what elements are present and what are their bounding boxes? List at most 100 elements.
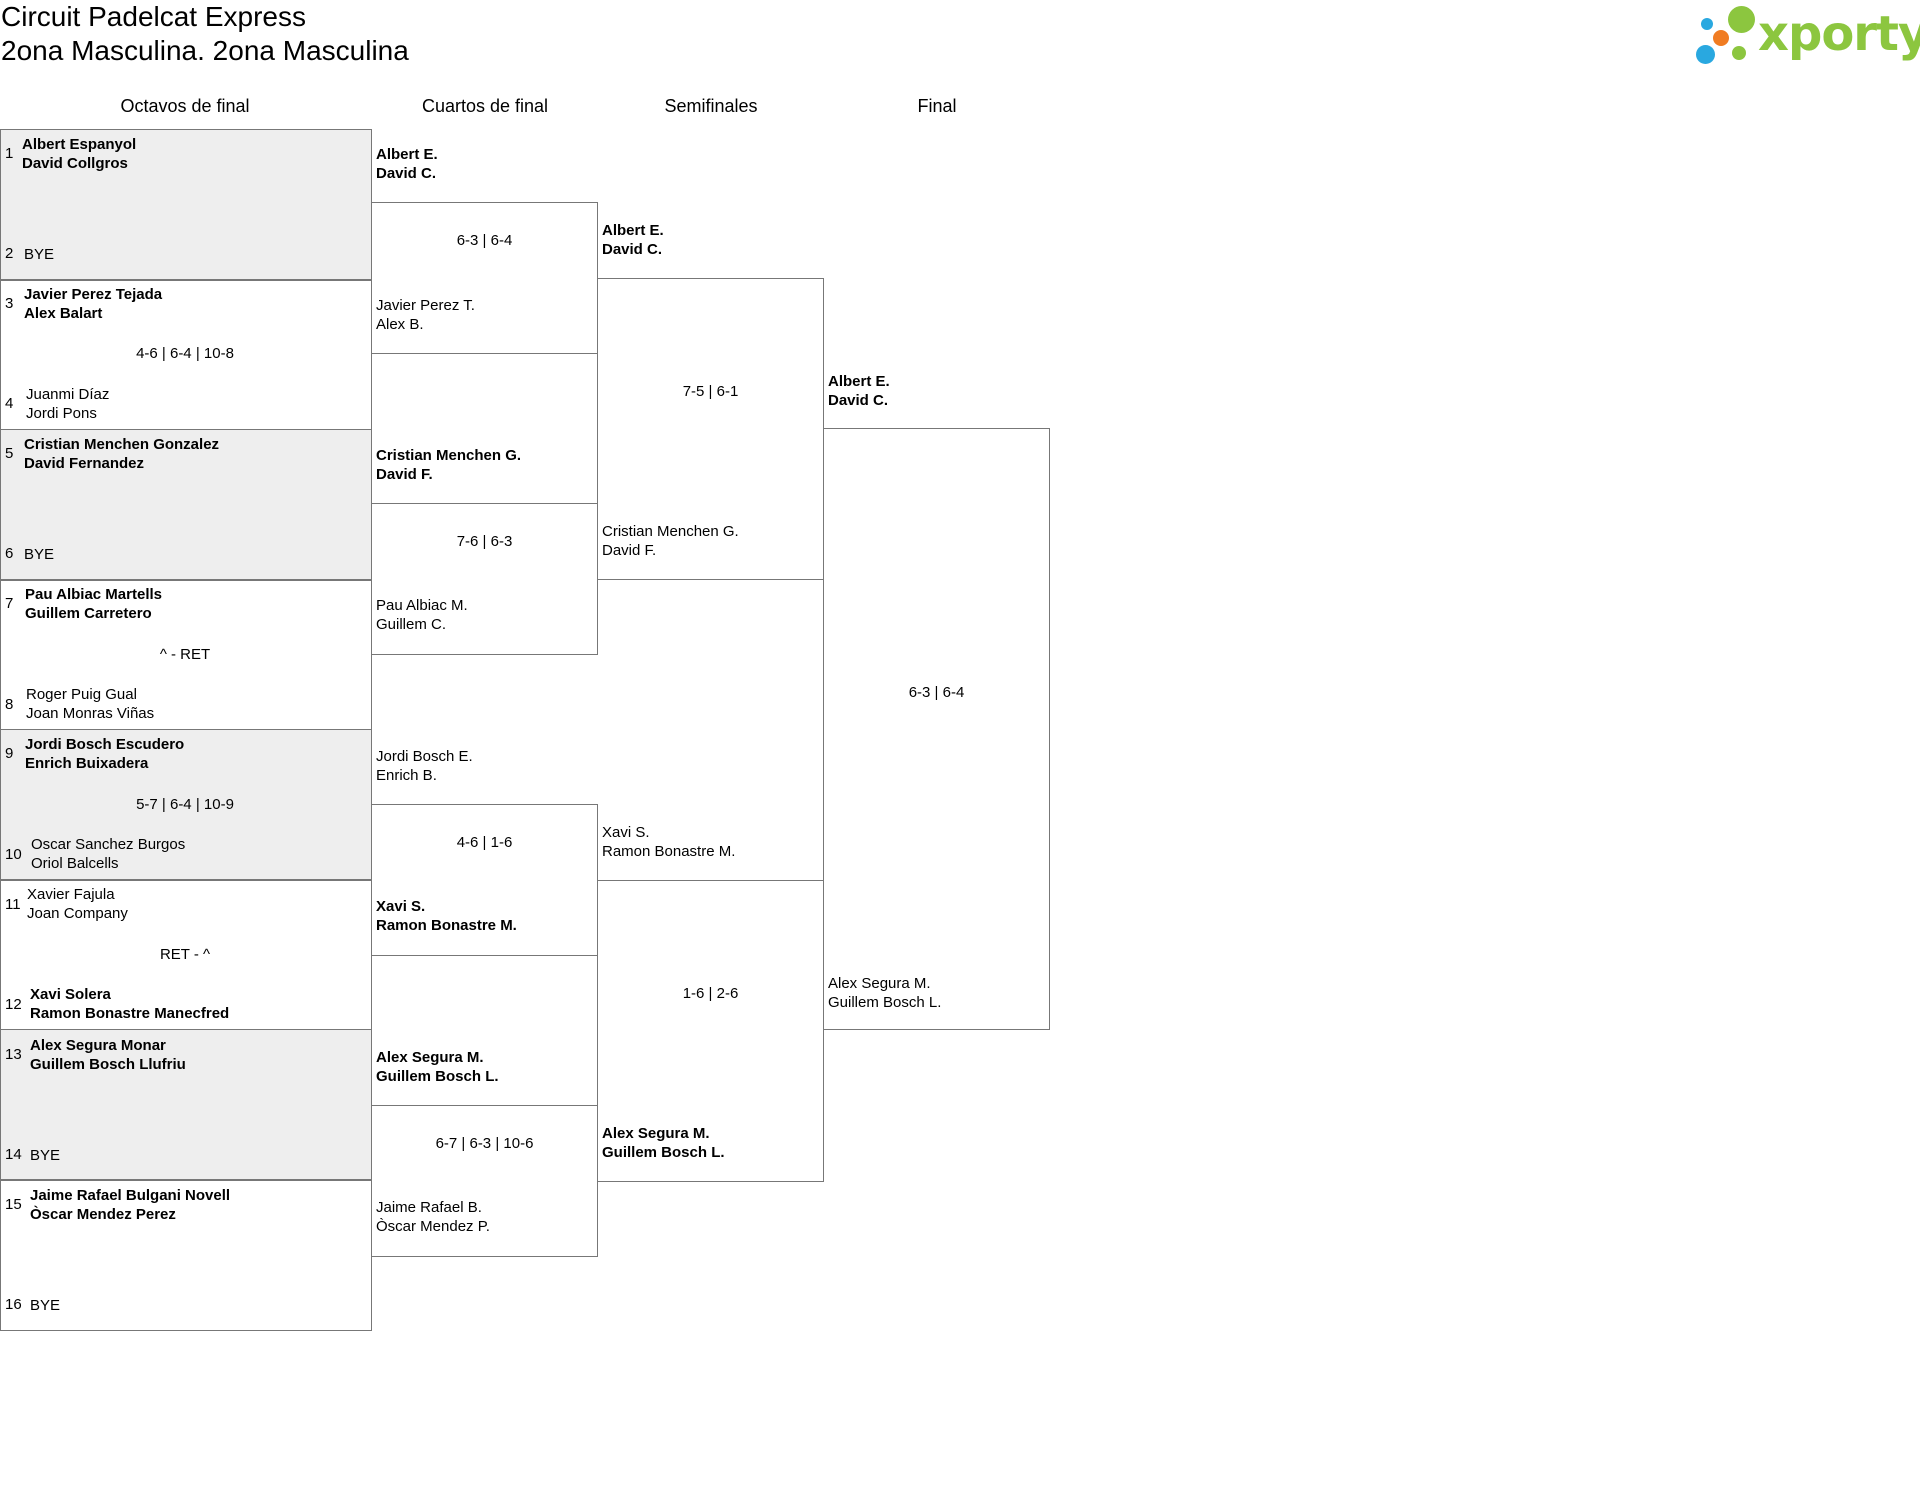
r16-match-1 <box>0 129 372 281</box>
seed-number: 10 <box>5 846 22 863</box>
team-1-player-2: Òscar Mendez Perez <box>30 1206 176 1223</box>
match-score: 5-7 | 6-4 | 10-9 <box>136 796 234 813</box>
seed-number: 7 <box>5 595 14 612</box>
seed-number: 12 <box>5 996 22 1013</box>
team-2-bye: BYE <box>30 1297 61 1314</box>
seed-number: 14 <box>5 1146 22 1163</box>
qf-team-2-player-1: Javier Perez T. <box>376 297 475 314</box>
team-1-player-2: Alex Balart <box>24 305 103 322</box>
seed-number: 11 <box>5 896 21 913</box>
match-score: 7-6 | 6-3 <box>456 533 513 550</box>
sf-team-1-player-2: David C. <box>602 241 663 258</box>
logo-dot-orange <box>1713 30 1729 46</box>
team-1-player-1: Jordi Bosch Escudero <box>25 736 185 753</box>
team-2-bye: BYE <box>30 1147 61 1164</box>
team-1-player-1: Alex Segura Monar <box>30 1037 166 1054</box>
qf-team-1-player-1: Cristian Menchen G. <box>376 447 522 464</box>
qf-team-2-player-2: Guillem C. <box>376 616 447 633</box>
logo-wordmark: xporty <box>1758 6 1920 62</box>
sf-team-1-player-1: Albert E. <box>602 222 664 239</box>
team-1-player-1: Javier Perez Tejada <box>24 286 163 303</box>
team-2-player-2: Ramon Bonastre Manecfred <box>30 1005 230 1022</box>
qf-team-1-player-2: David C. <box>376 165 437 182</box>
team-2-player-1: Oscar Sanchez Burgos <box>31 836 186 853</box>
final-match <box>823 428 1050 1030</box>
team-1-player-2: Guillem Carretero <box>25 605 152 622</box>
seed-number: 5 <box>5 445 14 462</box>
match-score: 4-6 | 1-6 <box>456 834 513 851</box>
xporty-logo: xporty <box>1695 4 1920 70</box>
team-1-player-2: Guillem Bosch Llufriu <box>30 1056 186 1073</box>
qf-team-1-player-2: Guillem Bosch L. <box>376 1068 499 1085</box>
match-score: RET - ^ <box>159 946 211 963</box>
sf-team-2-player-2: David F. <box>602 542 657 559</box>
sf-team-2-player-1: Cristian Menchen G. <box>602 523 739 540</box>
seed-number: 8 <box>5 696 14 713</box>
sf-team-1-player-2: Ramon Bonastre M. <box>602 843 736 860</box>
sf-team-2-player-2: Guillem Bosch L. <box>602 1144 725 1161</box>
tournament-title: Circuit Padelcat Express <box>1 1 307 32</box>
team-1-player-1: Cristian Menchen Gonzalez <box>24 436 220 453</box>
team-2-player-2: Joan Monras Viñas <box>26 705 155 722</box>
seed-number: 6 <box>5 545 14 562</box>
team-1-player-1: Albert Espanyol <box>22 136 137 153</box>
qf-team-2-player-2: Alex B. <box>376 316 424 333</box>
logo-dot-green <box>1728 6 1755 33</box>
match-score: 6-7 | 6-3 | 10-6 <box>435 1135 534 1152</box>
seed-number: 15 <box>5 1196 22 1213</box>
seed-number: 9 <box>5 745 14 762</box>
round-header-final: Final <box>917 96 957 116</box>
final-team-1-player-2: David C. <box>828 392 889 409</box>
sf-team-2-player-1: Alex Segura M. <box>602 1125 710 1142</box>
logo-dot-green-small <box>1732 46 1746 60</box>
final-team-1-player-1: Albert E. <box>828 373 890 390</box>
round-header-octavos: Octavos de final <box>120 96 250 116</box>
seed-number: 16 <box>5 1296 22 1313</box>
team-2-player-1: Xavi Solera <box>30 986 111 1003</box>
qf-team-2-player-1: Pau Albiac M. <box>376 597 468 614</box>
seed-number: 3 <box>5 295 14 312</box>
match-score: ^ - RET <box>159 646 211 663</box>
team-1-player-2: David Collgros <box>22 155 128 172</box>
final-team-2-player-1: Alex Segura M. <box>828 975 931 992</box>
qf-team-1-player-1: Albert E. <box>376 146 438 163</box>
qf-team-1-player-2: David F. <box>376 466 433 483</box>
seed-number: 4 <box>5 395 14 412</box>
qf-team-2-player-1: Jaime Rafael B. <box>376 1199 482 1216</box>
sf-match-2 <box>597 880 824 1182</box>
team-1-player-2: Enrich Buixadera <box>25 755 149 772</box>
match-score: 7-5 | 6-1 <box>682 383 739 400</box>
team-2-player-2: Jordi Pons <box>26 405 97 422</box>
match-score: 1-6 | 2-6 <box>682 985 739 1002</box>
round-header-semifinales: Semifinales <box>664 96 758 116</box>
team-1-player-1: Jaime Rafael Bulgani Novell <box>30 1187 231 1204</box>
team-1-player-2: David Fernandez <box>24 455 145 472</box>
logo-dot-blue-small <box>1701 18 1713 30</box>
team-2-bye: BYE <box>24 546 55 563</box>
logo-dot-blue-large <box>1696 45 1715 64</box>
sf-team-1-player-1: Xavi S. <box>602 824 650 841</box>
team-1-player-1: Xavier Fajula <box>27 886 115 903</box>
seed-number: 13 <box>5 1046 22 1063</box>
qf-team-1-player-1: Alex Segura M. <box>376 1049 484 1066</box>
qf-team-2-player-1: Xavi S. <box>376 898 426 915</box>
qf-team-2-player-2: Òscar Mendez P. <box>376 1218 490 1235</box>
r16-match-7 <box>0 1029 372 1181</box>
qf-team-1-player-2: Enrich B. <box>376 767 437 784</box>
seed-number: 1 <box>5 145 14 162</box>
match-score: 6-3 | 6-4 <box>456 232 513 249</box>
qf-team-2-player-2: Ramon Bonastre M. <box>376 917 517 934</box>
team-1-player-1: Pau Albiac Martells <box>25 586 162 603</box>
r16-match-3 <box>0 429 372 581</box>
r16-match-5 <box>0 729 372 881</box>
team-1-player-2: Joan Company <box>27 905 128 922</box>
qf-team-1-player-1: Jordi Bosch E. <box>376 748 473 765</box>
team-2-player-1: Roger Puig Gual <box>26 686 137 703</box>
category-subtitle: 2ona Masculina. 2ona Masculina <box>1 35 409 66</box>
seed-number: 2 <box>5 245 14 262</box>
team-2-player-1: Juanmi Díaz <box>26 386 110 403</box>
final-team-2-player-2: Guillem Bosch L. <box>828 994 942 1011</box>
team-2-bye: BYE <box>24 246 55 263</box>
round-header-cuartos: Cuartos de final <box>421 96 549 116</box>
match-score: 4-6 | 6-4 | 10-8 <box>136 345 234 362</box>
